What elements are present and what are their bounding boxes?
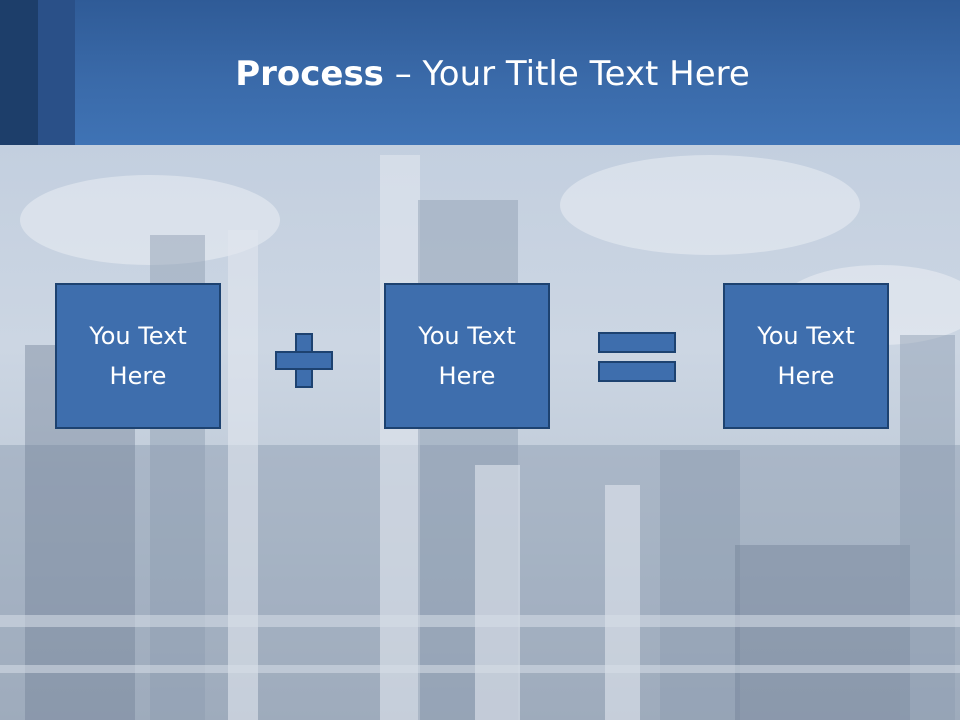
tall-pipe	[380, 155, 420, 720]
cloud	[560, 155, 860, 255]
horizontal-pipe	[0, 615, 960, 627]
plus-sign-horizontal	[275, 351, 333, 370]
process-box-2-text: You Text Here	[418, 322, 516, 390]
slide-title[interactable]: Process – Your Title Text Here	[75, 52, 910, 96]
refinery-background-image	[0, 145, 960, 720]
equals-sign-top-bar	[598, 332, 676, 353]
process-box-1-text: You Text Here	[89, 322, 187, 390]
process-box-2[interactable]: You Text Here	[384, 283, 550, 429]
building	[735, 545, 910, 720]
column-structure	[660, 450, 740, 720]
header-stripe-medium	[38, 0, 75, 145]
column-structure	[900, 335, 955, 720]
title-bold-part: Process	[235, 54, 384, 94]
tank	[475, 465, 520, 720]
tank	[605, 485, 640, 720]
slide-header: Process – Your Title Text Here	[0, 0, 960, 145]
title-rest-part: – Your Title Text Here	[383, 54, 750, 94]
equals-sign-bottom-bar	[598, 361, 676, 382]
process-box-3[interactable]: You Text Here	[723, 283, 889, 429]
process-box-3-text: You Text Here	[757, 322, 855, 390]
process-box-1[interactable]: You Text Here	[55, 283, 221, 429]
horizontal-pipe	[0, 665, 960, 673]
chimney	[228, 230, 258, 720]
header-stripe-dark	[0, 0, 38, 145]
